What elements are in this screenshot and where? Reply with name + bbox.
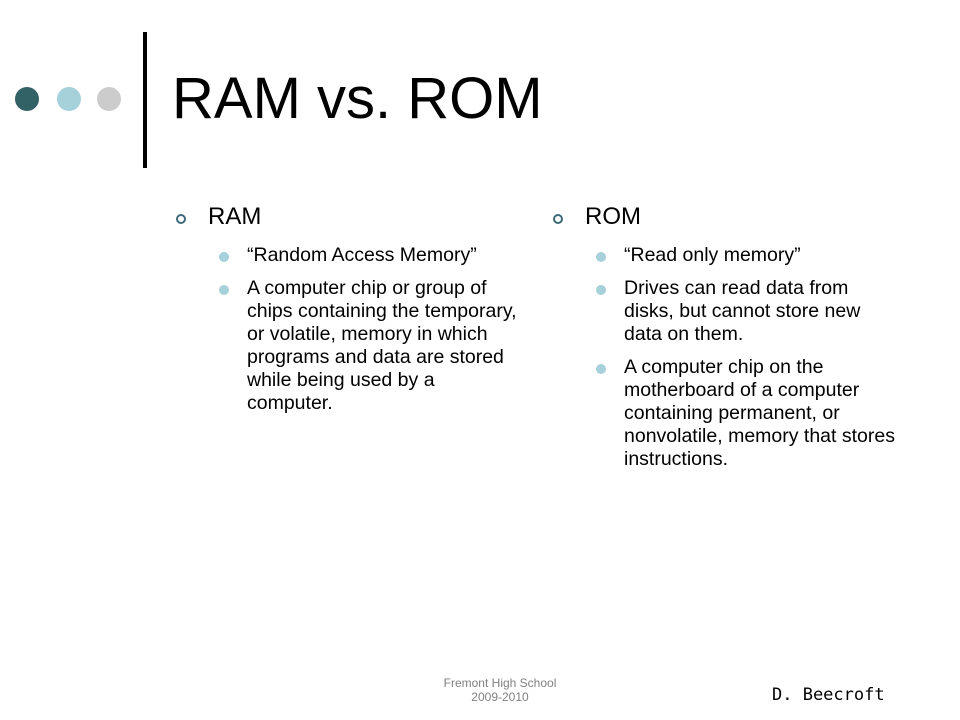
decorative-dot-teal	[57, 87, 81, 111]
footer-school: Fremont High School	[443, 676, 557, 690]
bullet-icon	[596, 364, 606, 374]
ram-column: RAM “Random Access Memory” A computer ch…	[172, 200, 517, 425]
title-divider	[143, 32, 147, 168]
bullet-icon	[219, 252, 229, 262]
author-name: D. Beecroft	[772, 685, 885, 705]
bullet-icon	[596, 252, 606, 262]
rom-list-item: “Read only memory”	[549, 244, 899, 267]
hollow-bullet-icon	[553, 214, 563, 224]
decorative-dot-dark	[15, 87, 39, 111]
rom-heading: ROM	[549, 200, 899, 234]
footer: Fremont High School 2009-2010	[400, 676, 600, 704]
ram-item-text: “Random Access Memory”	[247, 244, 477, 266]
rom-item-text: A computer chip on the motherboard of a …	[624, 356, 895, 470]
rom-list-item: Drives can read data from disks, but can…	[549, 277, 899, 346]
rom-item-text: “Read only memory”	[624, 244, 801, 266]
ram-heading: RAM	[172, 200, 517, 234]
ram-list-item: “Random Access Memory”	[172, 244, 517, 267]
ram-list-item: A computer chip or group of chips contai…	[172, 277, 517, 415]
bullet-icon	[596, 285, 606, 295]
footer-year: 2009-2010	[471, 690, 529, 704]
rom-item-text: Drives can read data from disks, but can…	[624, 277, 861, 345]
rom-list-item: A computer chip on the motherboard of a …	[549, 356, 899, 471]
rom-column: ROM “Read only memory” Drives can read d…	[549, 200, 899, 481]
hollow-bullet-icon	[176, 214, 186, 224]
bullet-icon	[219, 285, 229, 295]
ram-item-text: A computer chip or group of chips contai…	[247, 277, 517, 414]
rom-heading-text: ROM	[585, 203, 641, 230]
ram-heading-text: RAM	[208, 203, 262, 230]
decorative-dot-gray	[97, 87, 121, 111]
slide-title: RAM vs. ROM	[172, 66, 543, 131]
